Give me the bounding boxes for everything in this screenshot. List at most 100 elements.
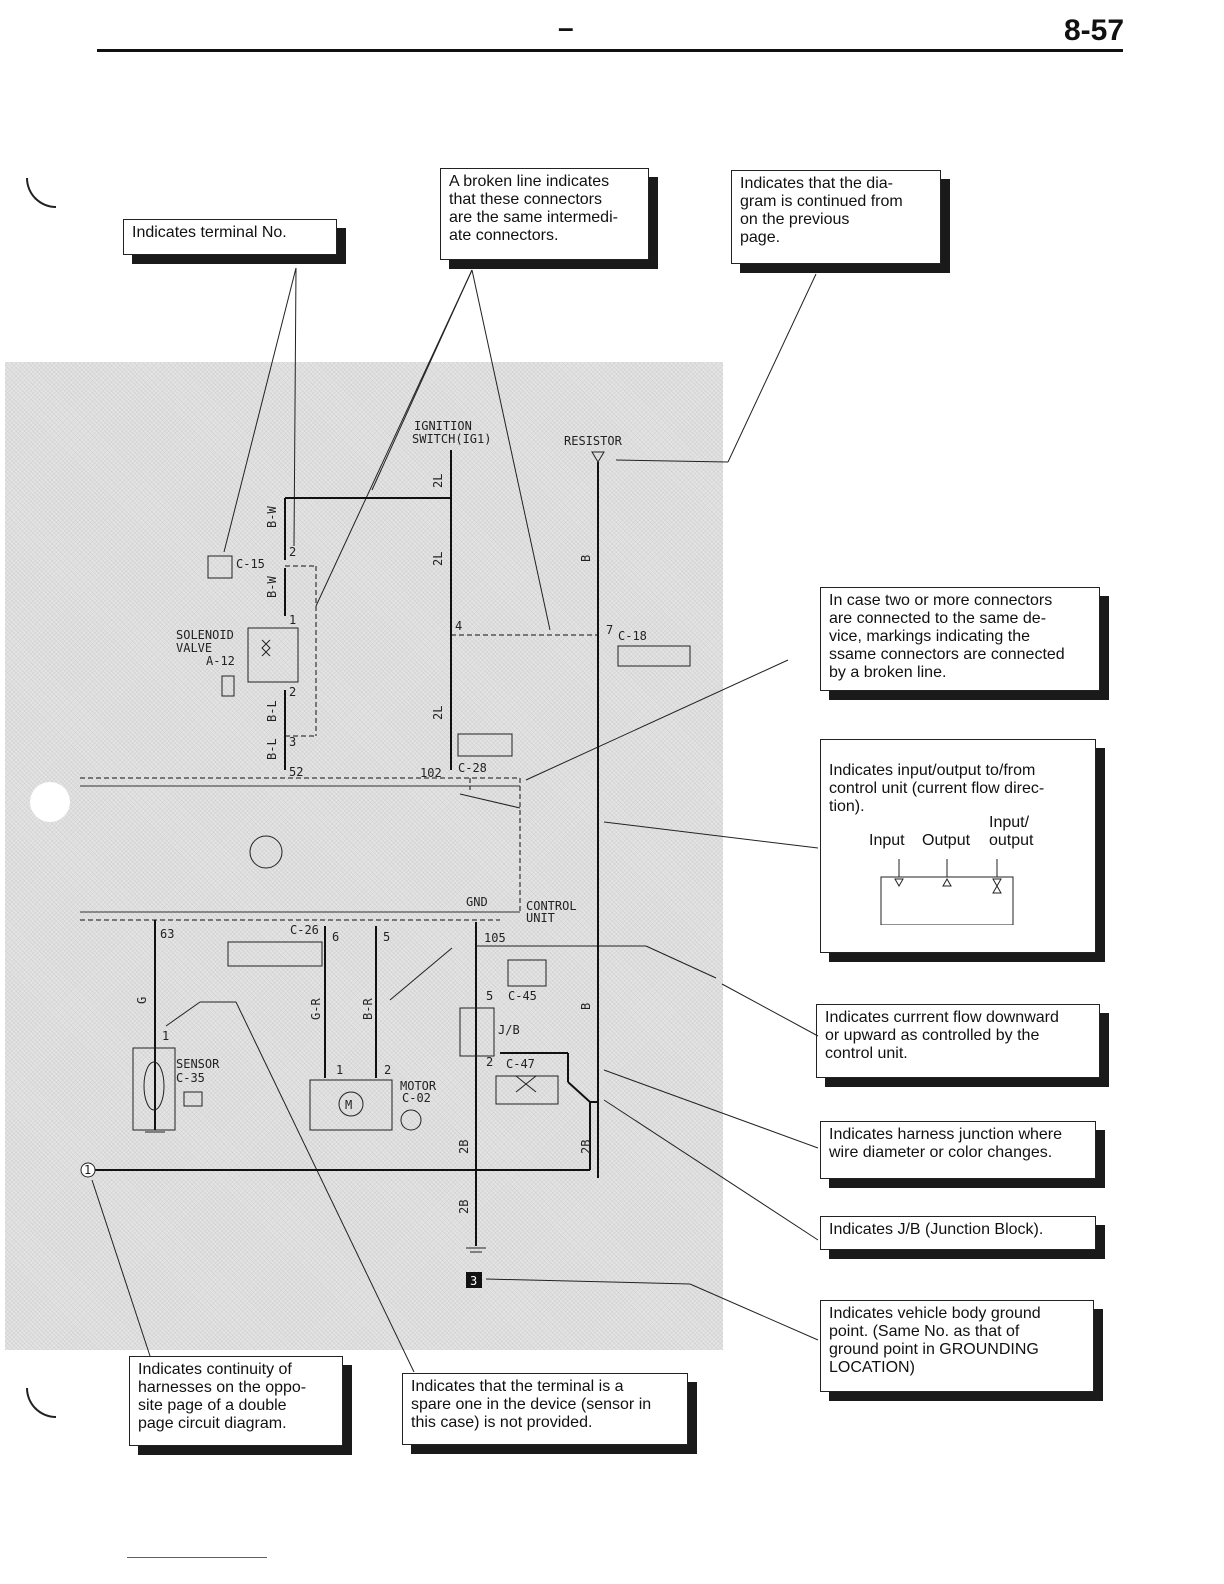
wire-bl-1: B-L xyxy=(265,700,279,722)
io-inout-label: Input/ output xyxy=(989,814,1034,849)
ignition-label: IGNITION xyxy=(414,419,472,433)
wire-bw-2: B-W xyxy=(265,576,279,598)
term-5-motor: 5 xyxy=(383,930,390,944)
solenoid-label: SOLENOID xyxy=(176,628,234,642)
c28-label: C-28 xyxy=(458,761,487,775)
wire-bw-1: B-W xyxy=(265,506,279,528)
term-2-sol: 2 xyxy=(289,685,296,699)
diagram-background xyxy=(5,362,723,1350)
wire-gr: G-R xyxy=(309,998,323,1020)
term-6: 6 xyxy=(332,930,339,944)
term-2-jb: 2 xyxy=(486,1055,493,1069)
term-1-sol: 1 xyxy=(289,613,296,627)
io-title: Indicates input/output to/from control u… xyxy=(829,762,1045,815)
unit-label: UNIT xyxy=(526,911,555,925)
term-63: 63 xyxy=(160,927,174,941)
wire-2b-2: 2B xyxy=(579,1140,593,1154)
term-5-jb: 5 xyxy=(486,989,493,1003)
valve-label: VALVE xyxy=(176,641,212,655)
junction-block xyxy=(459,1007,495,1057)
callout-ground-point: Indicates vehicle body ground point. (Sa… xyxy=(820,1300,1094,1392)
callout-harness-junction: Indicates harness junction where wire di… xyxy=(820,1121,1096,1179)
c15-label: C-15 xyxy=(236,557,265,571)
motor-box xyxy=(309,1079,393,1131)
term-2-motor: 2 xyxy=(384,1063,391,1077)
page-number: 8-57 xyxy=(1063,14,1124,47)
footer-rule xyxy=(127,1557,267,1558)
io-output-label: Output xyxy=(922,832,971,849)
callout-spare-terminal: Indicates that the terminal is a spare o… xyxy=(402,1373,688,1445)
header-mark: – xyxy=(558,12,574,43)
connector-c35 xyxy=(183,1091,203,1107)
wire-2b-1: 2B xyxy=(457,1140,471,1154)
ground-point-mark xyxy=(466,1272,482,1288)
a12-label: A-12 xyxy=(206,654,235,668)
term-105: 105 xyxy=(484,931,506,945)
continuity-number: 1 xyxy=(84,1163,91,1177)
control-unit-boundary xyxy=(80,785,520,913)
wire-2l-3: 2L xyxy=(431,706,445,720)
sensor-box xyxy=(132,1047,176,1131)
wire-g: G xyxy=(135,997,149,1004)
motor-symbol xyxy=(338,1091,364,1117)
connector-c02 xyxy=(400,1109,422,1131)
binder-hole-middle xyxy=(30,782,70,822)
resistor-symbol xyxy=(591,451,605,463)
resistor-label: RESISTOR xyxy=(564,434,623,448)
c35-label: C-35 xyxy=(176,1071,205,1085)
connector-c45 xyxy=(507,959,547,987)
control-label: CONTROL xyxy=(526,899,577,913)
term-1-sensor: 1 xyxy=(162,1029,169,1043)
callout-jb: Indicates J/B (Junction Block). xyxy=(820,1216,1096,1250)
c47-label: C-47 xyxy=(506,1057,535,1071)
motor-label: MOTOR xyxy=(400,1079,437,1093)
wire-b-2: B xyxy=(579,1003,593,1010)
connector-c15 xyxy=(207,555,233,579)
c45-label: C-45 xyxy=(508,989,537,1003)
c02-label: C-02 xyxy=(402,1091,431,1105)
leader-lines xyxy=(91,267,819,1373)
callout-broken-line: A broken line indicates that these conne… xyxy=(440,168,649,260)
ground-symbols xyxy=(145,1131,486,1253)
ignition-sub-label: SWITCH(IG1) xyxy=(412,432,491,446)
callout-terminal-no: Indicates terminal No. xyxy=(123,219,337,255)
wire-2b-3: 2B xyxy=(457,1200,471,1214)
gnd-label: GND xyxy=(466,895,488,909)
c26-label: C-26 xyxy=(290,923,319,937)
term-1-motor: 1 xyxy=(336,1063,343,1077)
callout-input-output: Indicates input/output to/from control u… xyxy=(820,739,1096,953)
solenoid-box xyxy=(247,627,299,683)
solenoid-symbol xyxy=(261,639,271,657)
connector-a12 xyxy=(221,675,235,697)
term-3: 3 xyxy=(289,735,296,749)
term-7: 7 xyxy=(606,623,613,637)
callout-two-connectors: In case two or more connectors are conne… xyxy=(820,587,1100,691)
continuity-mark xyxy=(80,1162,96,1178)
term-4: 4 xyxy=(455,619,462,633)
callout-continued: Indicates that the dia- gram is continue… xyxy=(731,170,941,264)
io-symbol-box xyxy=(880,859,1014,925)
wires xyxy=(92,450,599,1246)
jb-label: J/B xyxy=(498,1023,520,1037)
ground-number: 3 xyxy=(470,1274,477,1288)
connector-c18 xyxy=(617,645,691,667)
wire-bl-2: B-L xyxy=(265,738,279,760)
transistor-symbol xyxy=(249,835,283,869)
svg-text:M: M xyxy=(345,1098,352,1112)
connector-c47 xyxy=(495,1075,559,1105)
wire-2l-1: 2L xyxy=(431,474,445,488)
wire-b-1: B xyxy=(579,555,593,562)
connector-c26 xyxy=(227,941,323,967)
term-102: 102 xyxy=(420,766,442,780)
connector-c28 xyxy=(457,733,513,757)
wire-2l-2: 2L xyxy=(431,552,445,566)
callout-current-flow: Indicates currrent flow downward or upwa… xyxy=(816,1004,1100,1078)
header-rule xyxy=(97,49,1123,52)
term-52: 52 xyxy=(289,765,303,779)
c18-label: C-18 xyxy=(618,629,647,643)
broken-lines xyxy=(80,565,598,921)
wire-br: B-R xyxy=(361,998,375,1020)
sensor-label: SENSOR xyxy=(176,1057,220,1071)
callout-continuity: Indicates continuity of harnesses on the… xyxy=(129,1356,343,1446)
